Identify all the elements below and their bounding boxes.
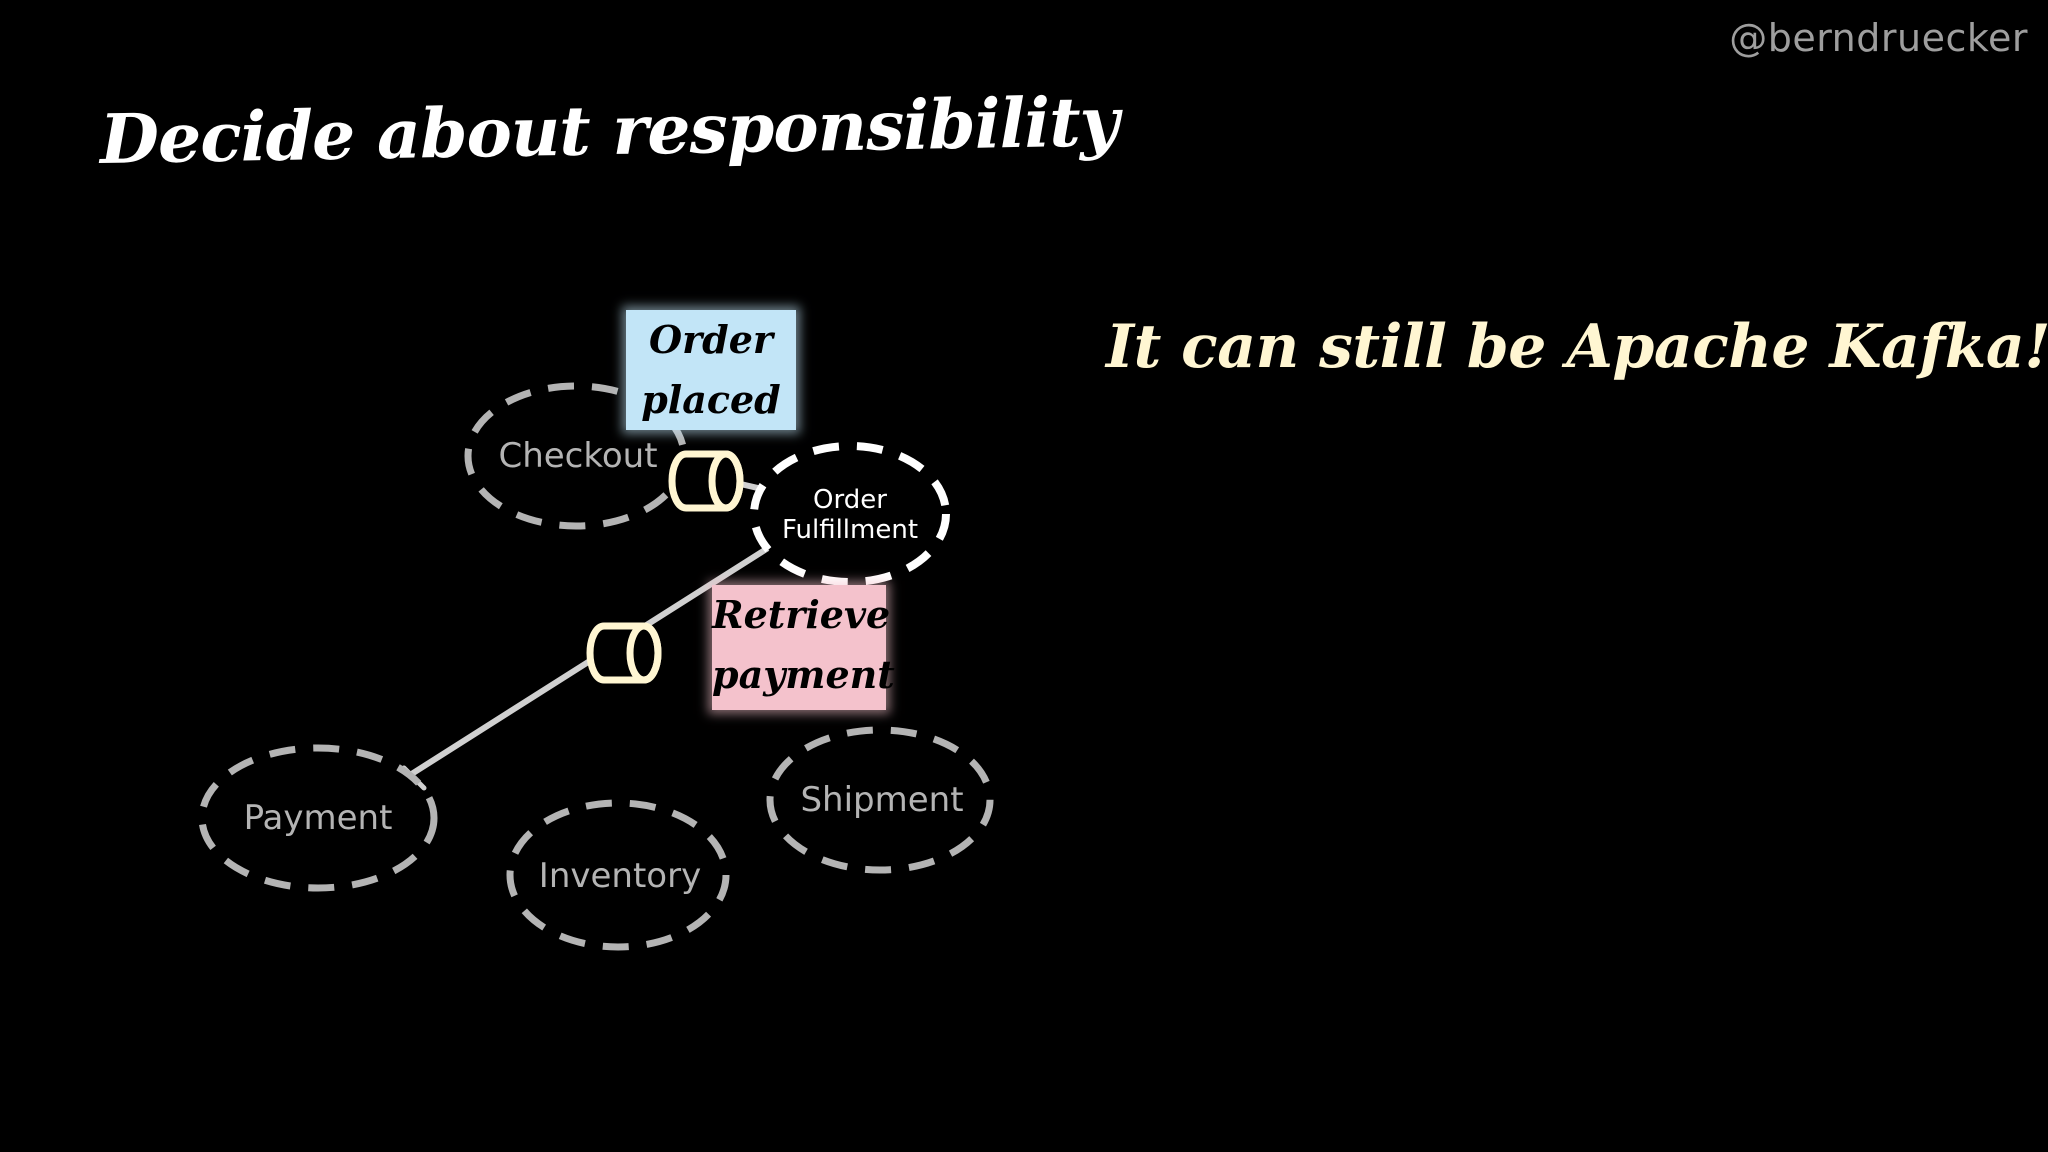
service-shipment: Shipment	[766, 726, 994, 874]
queue-icon	[586, 622, 662, 684]
queue-icon	[668, 450, 744, 512]
service-payment: Payment	[198, 744, 438, 892]
queue-body	[668, 450, 744, 512]
service-label-inventory: Inventory	[539, 856, 701, 896]
service-boundary	[750, 442, 950, 586]
service-boundary	[766, 726, 994, 874]
queue-cap	[626, 622, 662, 684]
queue-body	[586, 622, 662, 684]
queue-cap	[708, 450, 744, 512]
service-inventory: Inventory	[506, 799, 730, 951]
service-label-order: Order	[813, 485, 887, 515]
note-line: payment	[712, 652, 895, 697]
service-boundary	[198, 744, 438, 892]
kafka-callout: It can still be Apache Kafka!	[1106, 312, 2048, 382]
service-label-checkout: Checkout	[498, 436, 657, 476]
event-note-order-placed: Order placed	[626, 310, 796, 430]
note-line: Order	[649, 317, 773, 362]
note-line: placed	[641, 377, 781, 422]
service-order-fulfillment: Order Fulfillment	[750, 442, 950, 586]
author-handle: @berndruecker	[1729, 16, 2028, 60]
service-label-fulfillment: Fulfillment	[782, 515, 918, 545]
service-label-shipment: Shipment	[800, 780, 963, 820]
service-boundary	[506, 799, 730, 951]
service-label-payment: Payment	[244, 798, 393, 838]
note-line: Retrieve	[712, 592, 891, 637]
service-checkout: Checkout	[464, 382, 688, 530]
command-note-retrieve-payment: Retrieve payment	[712, 585, 895, 710]
